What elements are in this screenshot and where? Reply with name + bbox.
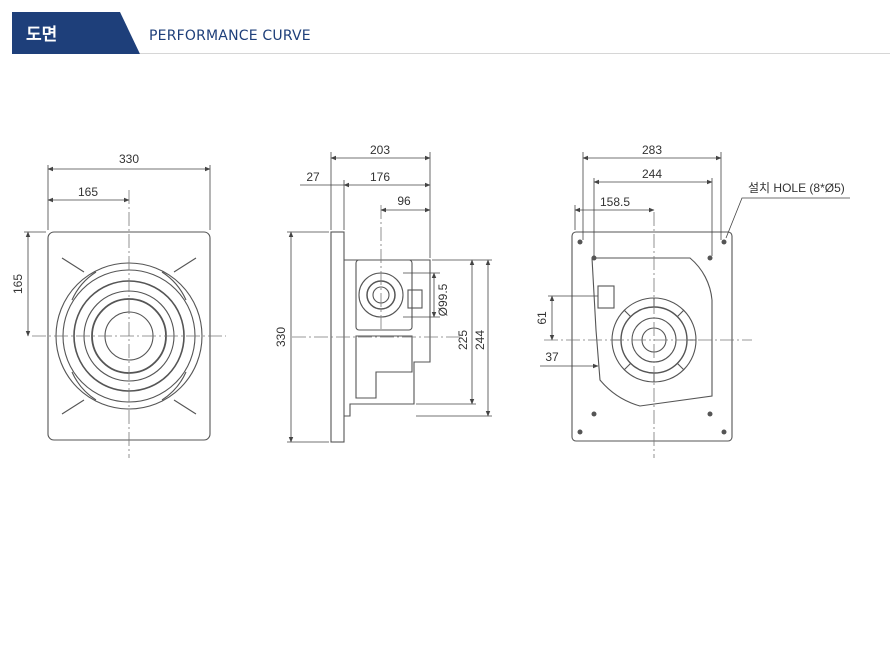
header-subtitle: PERFORMANCE CURVE [149, 28, 311, 44]
rear-mounting-hole [591, 411, 597, 417]
rear-hole-leader-line [725, 197, 850, 239]
side-body-height-label: 225 [456, 330, 470, 350]
rear-mounting-holes [577, 239, 727, 435]
rear-mounting-hole [577, 429, 583, 435]
rear-panel-outline [571, 231, 733, 442]
rear-small-offset-label: 37 [545, 350, 559, 364]
side-duct-diameter-label: Ø99.5 [436, 283, 450, 316]
front-corner-rib [61, 257, 197, 415]
side-connector [407, 289, 423, 309]
rear-view [540, 152, 850, 458]
side-body-outline [344, 259, 431, 417]
side-flange-label: 27 [306, 170, 320, 184]
front-half-width-label: 165 [78, 185, 98, 199]
rear-mounting-hole [707, 411, 713, 417]
front-width-label: 330 [119, 152, 139, 166]
header-divider [140, 53, 890, 54]
side-depth-label: 203 [370, 143, 390, 157]
side-height-label: 330 [274, 327, 288, 347]
side-body-label: 176 [370, 170, 390, 184]
rear-hole-note: 설치 HOLE (8*Ø5) [748, 181, 845, 195]
rear-pitch-label: 244 [642, 167, 662, 181]
side-duct-housing [355, 259, 413, 331]
rear-width-label: 283 [642, 143, 662, 157]
side-housing-height-label: 244 [473, 330, 487, 350]
header-tab-shape [12, 12, 140, 54]
side-duct-offset-label: 96 [397, 194, 411, 208]
side-view [287, 152, 492, 443]
rear-mounting-hole [721, 239, 727, 245]
rear-mounting-hole [707, 255, 713, 261]
header: 도면 PERFORMANCE CURVE [0, 0, 890, 56]
front-half-height-label: 165 [11, 274, 25, 294]
rear-scroll-housing [591, 257, 713, 407]
side-motor-block [355, 335, 413, 399]
rear-mounting-hole [721, 429, 727, 435]
rear-terminal-box [597, 285, 615, 309]
rear-offset-label: 158.5 [600, 195, 630, 209]
rear-mounting-hole [577, 239, 583, 245]
front-slot-arcs [71, 271, 187, 401]
front-view [24, 165, 226, 458]
header-tab-label: 도면 [26, 25, 58, 45]
rear-mounting-hole [591, 255, 597, 261]
rear-vertical-offset-label: 61 [535, 311, 549, 325]
